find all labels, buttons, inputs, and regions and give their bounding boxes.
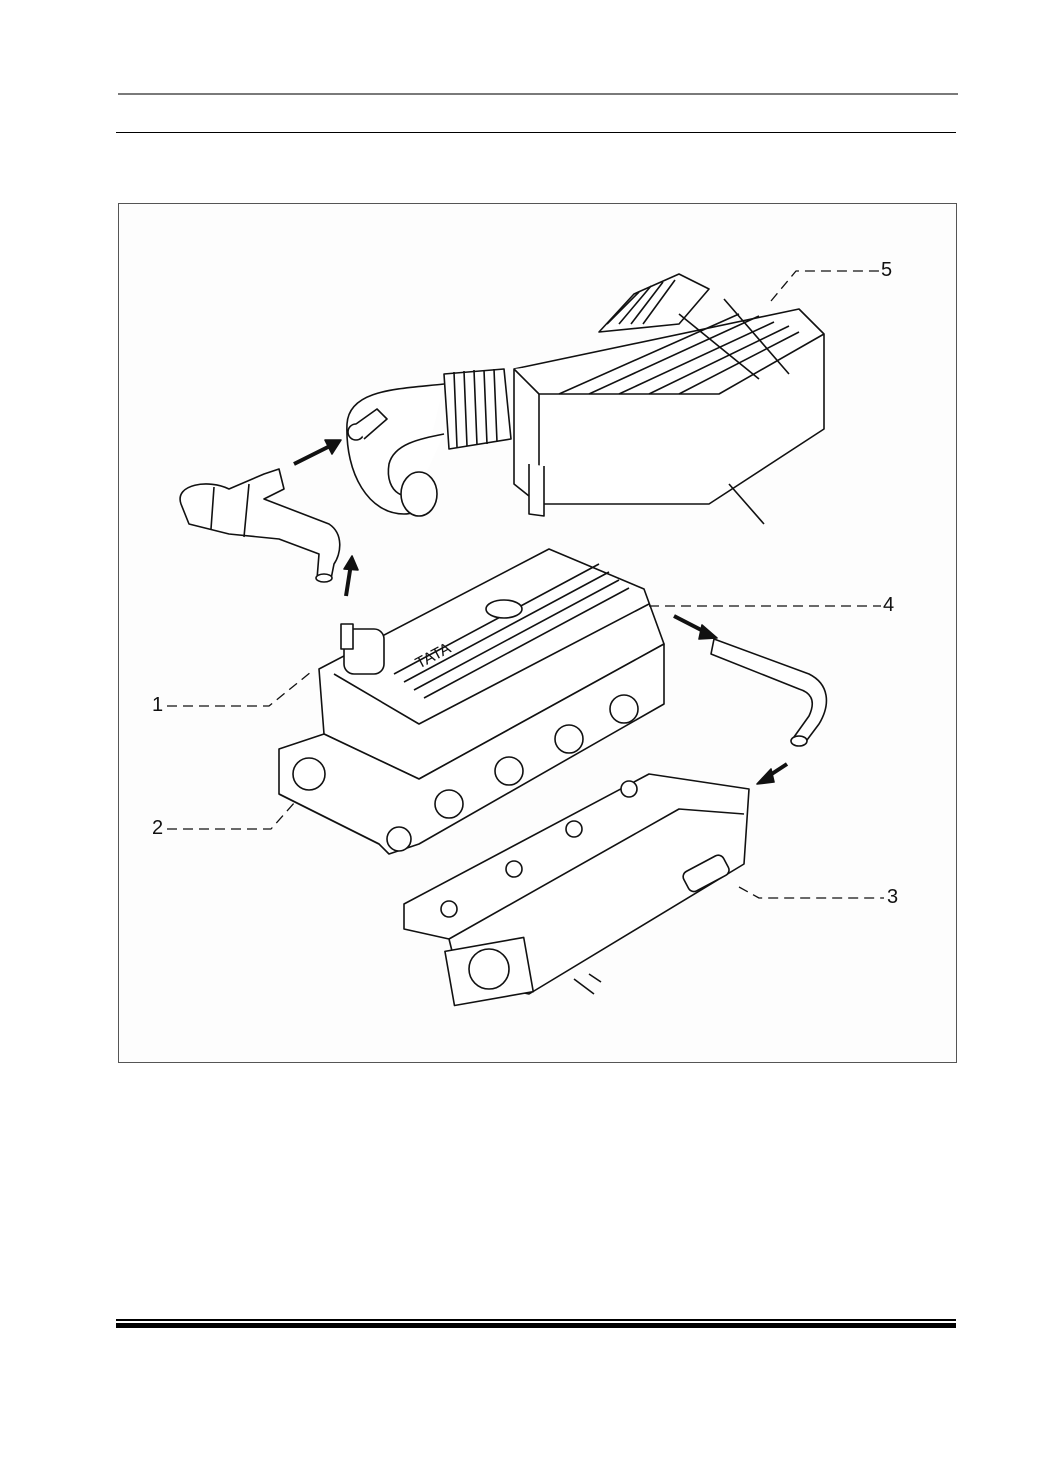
callout-4: 4 xyxy=(883,594,895,616)
footer-rule-thick xyxy=(116,1323,956,1328)
intake-manifold xyxy=(403,773,750,1007)
breather-hose-right xyxy=(710,638,828,747)
engine-exploded-diagram: TATA xyxy=(118,203,957,1063)
air-filter-housing xyxy=(513,273,825,525)
header-rule-top xyxy=(118,93,958,95)
breather-hose-left xyxy=(179,468,341,583)
callout-3: 3 xyxy=(887,886,899,908)
header-rule-bottom xyxy=(116,132,956,133)
intake-elbow-hose xyxy=(346,368,512,517)
direction-arrows xyxy=(293,439,789,785)
callout-5: 5 xyxy=(881,259,893,281)
callout-2: 2 xyxy=(152,817,164,839)
cylinder-head-cover: TATA xyxy=(318,548,665,780)
callout-leader-lines xyxy=(167,270,884,899)
callout-1: 1 xyxy=(152,694,164,716)
footer-rule-thin xyxy=(116,1319,956,1321)
cylinder-head xyxy=(278,643,665,855)
